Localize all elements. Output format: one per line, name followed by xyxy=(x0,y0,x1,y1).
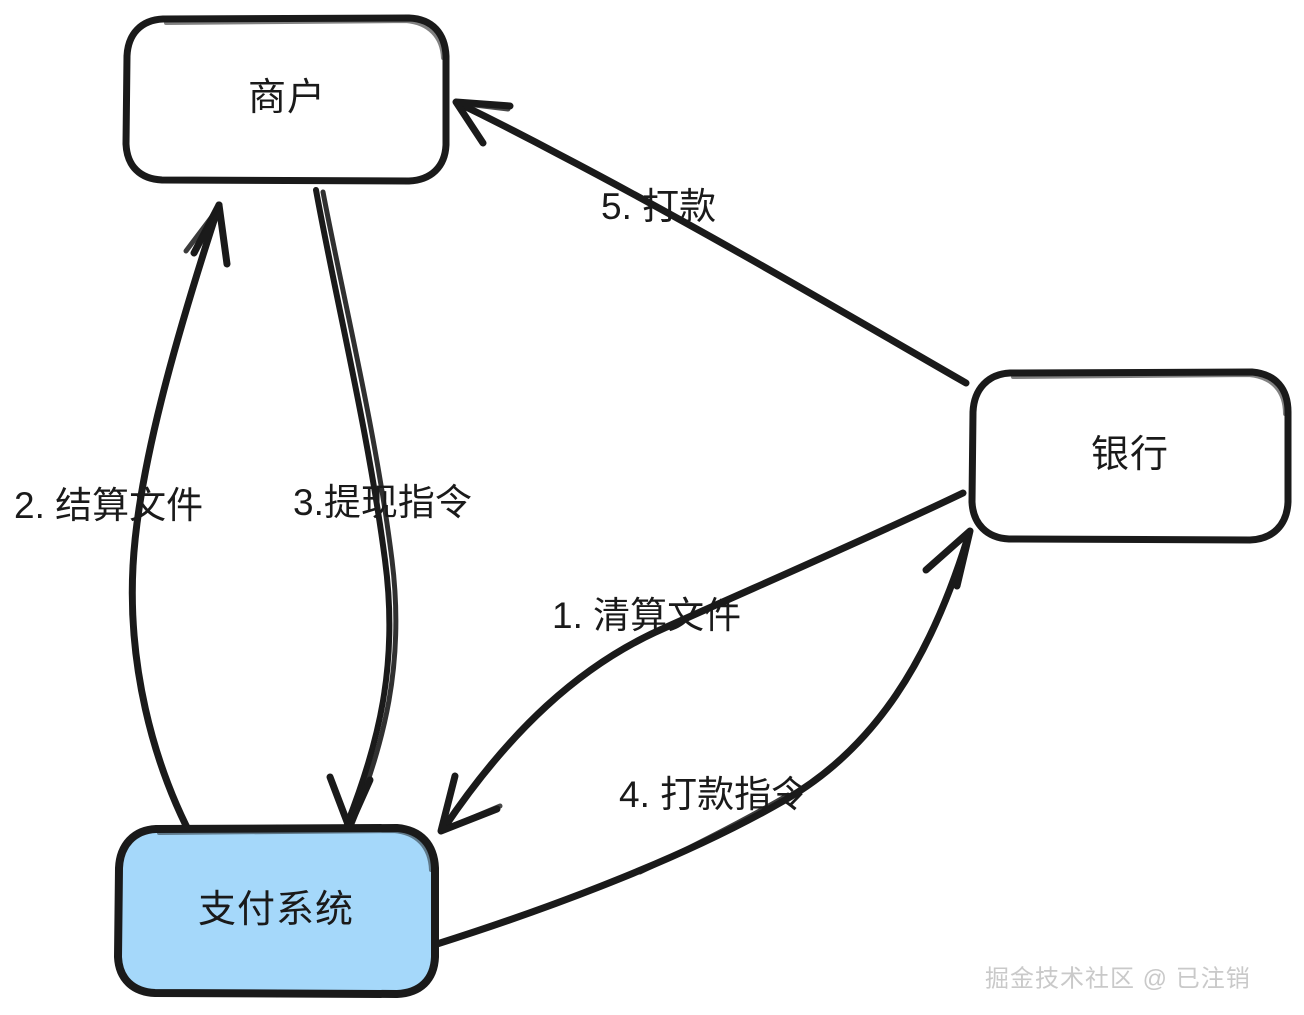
edge-2-settlement-file xyxy=(128,201,231,849)
node-merchant[interactable]: 商户 xyxy=(122,14,450,185)
edge-1-clearing-file xyxy=(437,489,967,835)
edge-label-5-text: 5. 打款 xyxy=(601,186,716,227)
node-bank-label: 银行 xyxy=(1091,434,1169,476)
edge-label-2-text: 2. 结算文件 xyxy=(14,485,203,526)
edge-label-4-text: 4. 打款指令 xyxy=(619,774,808,815)
node-merchant-label: 商户 xyxy=(248,77,326,119)
edge-label-5: 5. 打款 xyxy=(601,186,716,227)
node-bank[interactable]: 银行 xyxy=(968,368,1292,544)
edge-3-withdraw-instruction xyxy=(313,187,399,831)
edge-label-4: 4. 打款指令 xyxy=(619,774,808,815)
watermark: 掘金技术社区 @ 已注销 xyxy=(985,965,1251,992)
node-payment-system[interactable]: 支付系统 xyxy=(114,824,439,998)
edge-label-3-text: 3.提现指令 xyxy=(293,482,472,523)
node-payment-system-label: 支付系统 xyxy=(198,889,354,931)
edge-4-payment-instruction xyxy=(433,527,974,948)
edge-label-2: 2. 结算文件 xyxy=(14,485,203,526)
edge-label-1-text: 1. 清算文件 xyxy=(552,595,741,636)
edge-label-3: 3.提现指令 xyxy=(293,482,472,523)
edge-label-1: 1. 清算文件 xyxy=(552,595,741,636)
edge-5-payout xyxy=(452,98,970,387)
